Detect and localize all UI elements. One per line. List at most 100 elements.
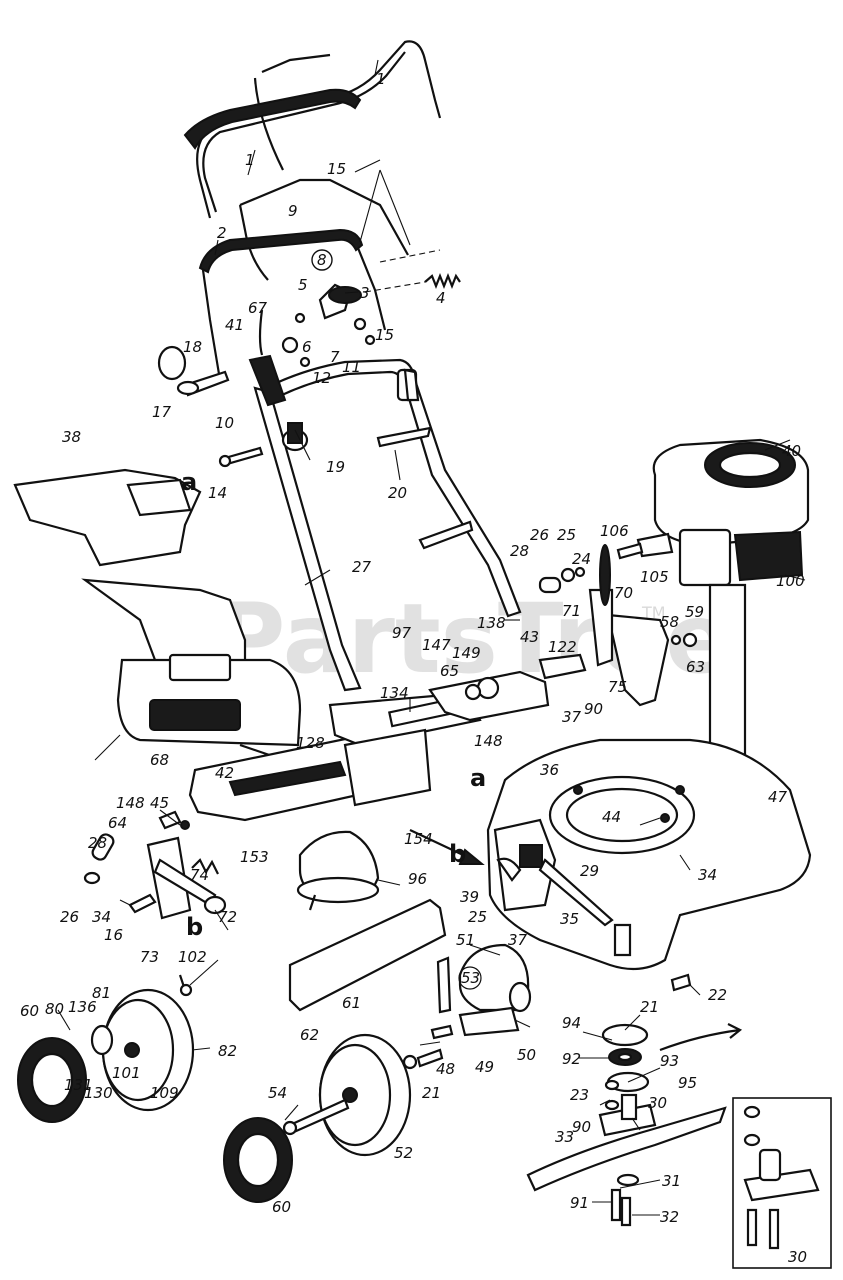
engine-part bbox=[616, 438, 810, 767]
callout-29: 29 bbox=[580, 862, 599, 880]
deck-housing-part bbox=[486, 738, 812, 971]
height-adjuster-part bbox=[83, 810, 227, 920]
callout-18: 18 bbox=[183, 338, 202, 356]
callout-10: 10 bbox=[215, 414, 234, 432]
callout-38: 38 bbox=[62, 428, 81, 446]
callout-43: 43 bbox=[520, 628, 539, 646]
callout-28-lower: 28 bbox=[88, 834, 107, 852]
callout-21-wheel: 21 bbox=[422, 1084, 441, 1102]
callout-106: 106 bbox=[600, 522, 629, 540]
control-bail-part bbox=[238, 178, 409, 281]
callout-62: 62 bbox=[300, 1026, 319, 1044]
callout-122: 122 bbox=[548, 638, 577, 656]
callout-27: 27 bbox=[352, 558, 372, 576]
callout-97: 97 bbox=[392, 624, 412, 642]
callout-149: 149 bbox=[452, 644, 481, 662]
callout-37-lower: 37 bbox=[508, 931, 528, 949]
callout-45: 45 bbox=[150, 794, 169, 812]
callout-60-left: 60 bbox=[20, 1002, 39, 1020]
callout-44: 44 bbox=[602, 808, 621, 826]
callout-48: 48 bbox=[436, 1060, 455, 1078]
callout-60-front: 60 bbox=[272, 1198, 291, 1216]
callout-59: 59 bbox=[685, 603, 704, 621]
callout-130: 130 bbox=[84, 1084, 113, 1102]
leader-lines bbox=[57, 59, 806, 1216]
callout-25-lower: 25 bbox=[468, 908, 487, 926]
callout-101: 101 bbox=[112, 1064, 141, 1082]
callout-52: 52 bbox=[394, 1144, 413, 1162]
callout-90-upper: 90 bbox=[584, 700, 603, 718]
reference-a-deck: a bbox=[470, 764, 486, 792]
callout-50: 50 bbox=[517, 1046, 536, 1064]
callout-74: 74 bbox=[190, 866, 209, 884]
callout-17: 17 bbox=[152, 403, 172, 421]
wheel-adapter-part bbox=[430, 943, 532, 1040]
callout-100: 100 bbox=[776, 572, 805, 590]
callout-96: 96 bbox=[408, 870, 427, 888]
callout-32: 32 bbox=[660, 1208, 679, 1226]
callout-1-lower: 1 bbox=[245, 151, 255, 169]
callout-8-circle bbox=[311, 249, 333, 271]
callout-65: 65 bbox=[440, 662, 459, 680]
callout-3: 3 bbox=[360, 284, 370, 302]
spring-part bbox=[424, 273, 461, 289]
inset-adapter-detail bbox=[732, 1097, 832, 1269]
callout-154: 154 bbox=[404, 830, 433, 848]
reference-a-bag: a bbox=[181, 468, 197, 496]
callout-26-lower: 26 bbox=[60, 908, 79, 926]
callout-92: 92 bbox=[562, 1050, 581, 1068]
callout-30-inset: 30 bbox=[788, 1248, 807, 1266]
callout-94: 94 bbox=[562, 1014, 581, 1032]
reference-b-adjuster: b bbox=[186, 913, 203, 941]
callout-53: 53 bbox=[461, 969, 480, 987]
callout-12: 12 bbox=[312, 369, 331, 387]
callout-134: 134 bbox=[380, 684, 409, 702]
callout-90-lower: 90 bbox=[572, 1118, 591, 1136]
callout-36: 36 bbox=[540, 761, 559, 779]
callout-21-deck: 21 bbox=[640, 998, 659, 1016]
callout-9: 9 bbox=[288, 202, 298, 220]
callout-95: 95 bbox=[678, 1074, 697, 1092]
rear-wheel-left-part bbox=[17, 974, 195, 1123]
callout-24: 24 bbox=[572, 550, 591, 568]
rear-bushing-parts bbox=[538, 566, 586, 594]
grass-bag-part bbox=[13, 468, 302, 764]
front-wheel-part bbox=[223, 1033, 444, 1203]
callout-105: 105 bbox=[640, 568, 669, 586]
callout-28-upper: 28 bbox=[510, 542, 529, 560]
callout-14: 14 bbox=[208, 484, 227, 502]
callout-42: 42 bbox=[215, 764, 234, 782]
rear-deck-shield-part bbox=[188, 653, 587, 822]
reference-b-deck: b bbox=[449, 840, 466, 868]
callout-23: 23 bbox=[570, 1086, 589, 1104]
callout-30-blade: 30 bbox=[648, 1094, 667, 1112]
callout-16: 16 bbox=[104, 926, 123, 944]
callout-41: 41 bbox=[225, 316, 244, 334]
callout-15-upper: 15 bbox=[327, 160, 346, 178]
watermark-trademark: TM bbox=[641, 603, 666, 622]
mulch-deflector-part bbox=[296, 830, 380, 911]
callout-68: 68 bbox=[150, 751, 169, 769]
control-small-parts bbox=[157, 283, 420, 452]
callout-147: 147 bbox=[422, 636, 451, 654]
callout-11: 11 bbox=[342, 358, 361, 376]
callout-138: 138 bbox=[477, 614, 506, 632]
callout-102: 102 bbox=[178, 948, 207, 966]
callout-72: 72 bbox=[218, 908, 237, 926]
callout-5: 5 bbox=[298, 276, 308, 294]
callout-1-upper: 1 bbox=[376, 70, 386, 88]
callout-71: 71 bbox=[562, 602, 581, 620]
callout-80: 80 bbox=[45, 1000, 64, 1018]
callout-53-circle bbox=[458, 966, 482, 990]
callout-25-upper: 25 bbox=[557, 526, 576, 544]
callout-34-deck: 34 bbox=[698, 866, 717, 884]
callout-33: 33 bbox=[555, 1128, 574, 1146]
rear-baffle-part bbox=[288, 898, 447, 1012]
callout-73: 73 bbox=[140, 948, 159, 966]
callout-128: 128 bbox=[296, 734, 325, 752]
callout-64: 64 bbox=[108, 814, 127, 832]
callout-63: 63 bbox=[686, 658, 705, 676]
callout-153: 153 bbox=[240, 848, 269, 866]
callout-26-upper: 26 bbox=[530, 526, 549, 544]
